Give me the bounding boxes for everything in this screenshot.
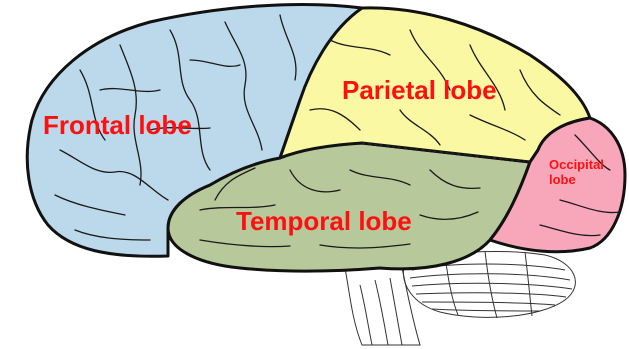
parietal-lobe-label: Parietal lobe (342, 77, 497, 103)
frontal-lobe-label: Frontal lobe (43, 112, 192, 138)
brainstem (345, 268, 420, 345)
occipital-lobe-label: Occipital lobe (549, 157, 604, 187)
temporal-lobe-label: Temporal lobe (236, 208, 412, 234)
